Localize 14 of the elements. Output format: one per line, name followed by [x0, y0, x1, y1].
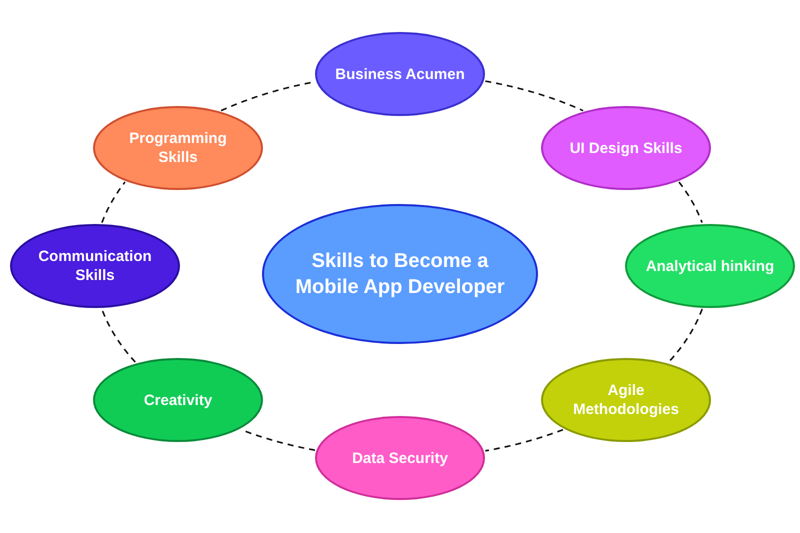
skill-label: Creativity — [144, 390, 212, 410]
skill-label: Agile Methodologies — [572, 381, 680, 419]
dashed-connector — [678, 182, 703, 223]
skill-label: UI Design Skills — [570, 138, 682, 158]
skill-label: Analytical hinking — [646, 256, 774, 276]
skill-label: Business Acumen — [335, 64, 465, 84]
skill-label: Communication Skills — [37, 247, 153, 285]
skill-label: Programming Skills — [128, 129, 228, 167]
title-text: Skills to Become a Mobile App Developer — [294, 249, 506, 300]
dashed-connector — [485, 80, 584, 112]
dashed-connector — [485, 428, 564, 452]
dashed-connector — [101, 182, 126, 223]
dashed-connector — [101, 308, 136, 363]
skill-label: Data Security — [352, 448, 448, 468]
